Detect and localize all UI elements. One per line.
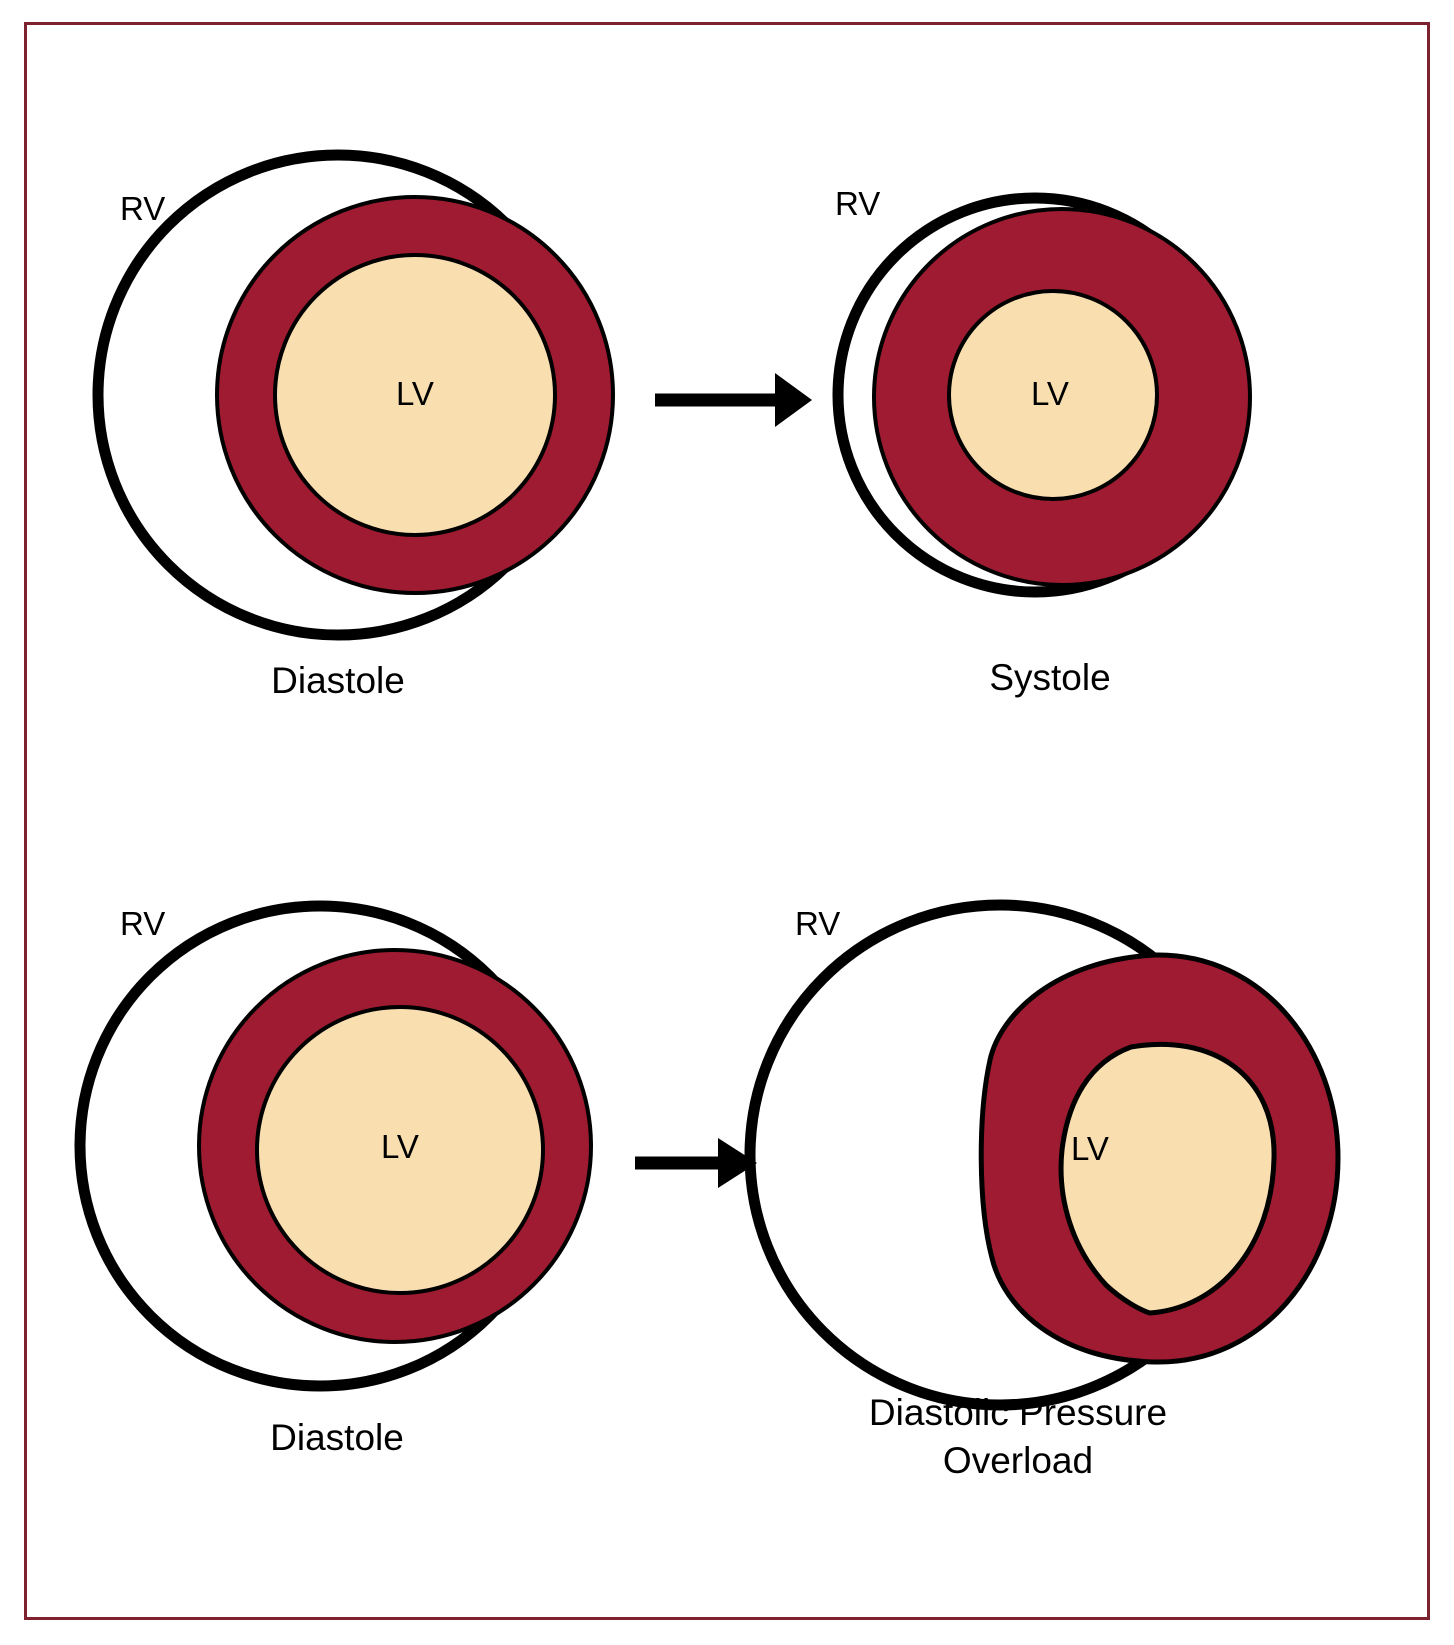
rv-label-top-right: RV: [835, 185, 880, 222]
lv-cavity-top-right: [947, 289, 1159, 501]
caption-bottom-right-line2: Overload: [943, 1440, 1093, 1481]
lv-cavity-top-left: [273, 253, 557, 537]
panel-bottom-right: RV LV Diastolic Pressure Overload: [744, 899, 1341, 1481]
caption-bottom-left: Diastole: [270, 1417, 404, 1458]
lv-cavity-bottom-left: [255, 1005, 545, 1295]
rv-label-bottom-right: RV: [795, 905, 840, 942]
lv-label-bottom-left: LV: [381, 1128, 419, 1165]
arrow-bottom: [635, 1138, 757, 1188]
arrow-top: [655, 373, 812, 427]
panel-top-left: RV LV Diastole: [92, 149, 615, 701]
caption-top-right: Systole: [989, 657, 1110, 698]
arrow-top-head: [775, 373, 812, 427]
panel-bottom-left: RV LV Diastole: [74, 900, 593, 1458]
lv-label-bottom-right: LV: [1071, 1130, 1109, 1167]
lv-label-top-left: LV: [396, 375, 434, 412]
rv-label-bottom-left: RV: [120, 905, 165, 942]
lv-cavity-bottom-right: [1058, 1041, 1277, 1316]
rv-label-top-left: RV: [120, 190, 165, 227]
panel-top-right: RV LV Systole: [832, 185, 1252, 698]
caption-bottom-right-line1: Diastolic Pressure: [869, 1392, 1167, 1433]
lv-label-top-right: LV: [1031, 375, 1069, 412]
arrow-bottom-head: [718, 1138, 757, 1188]
caption-top-left: Diastole: [271, 660, 405, 701]
